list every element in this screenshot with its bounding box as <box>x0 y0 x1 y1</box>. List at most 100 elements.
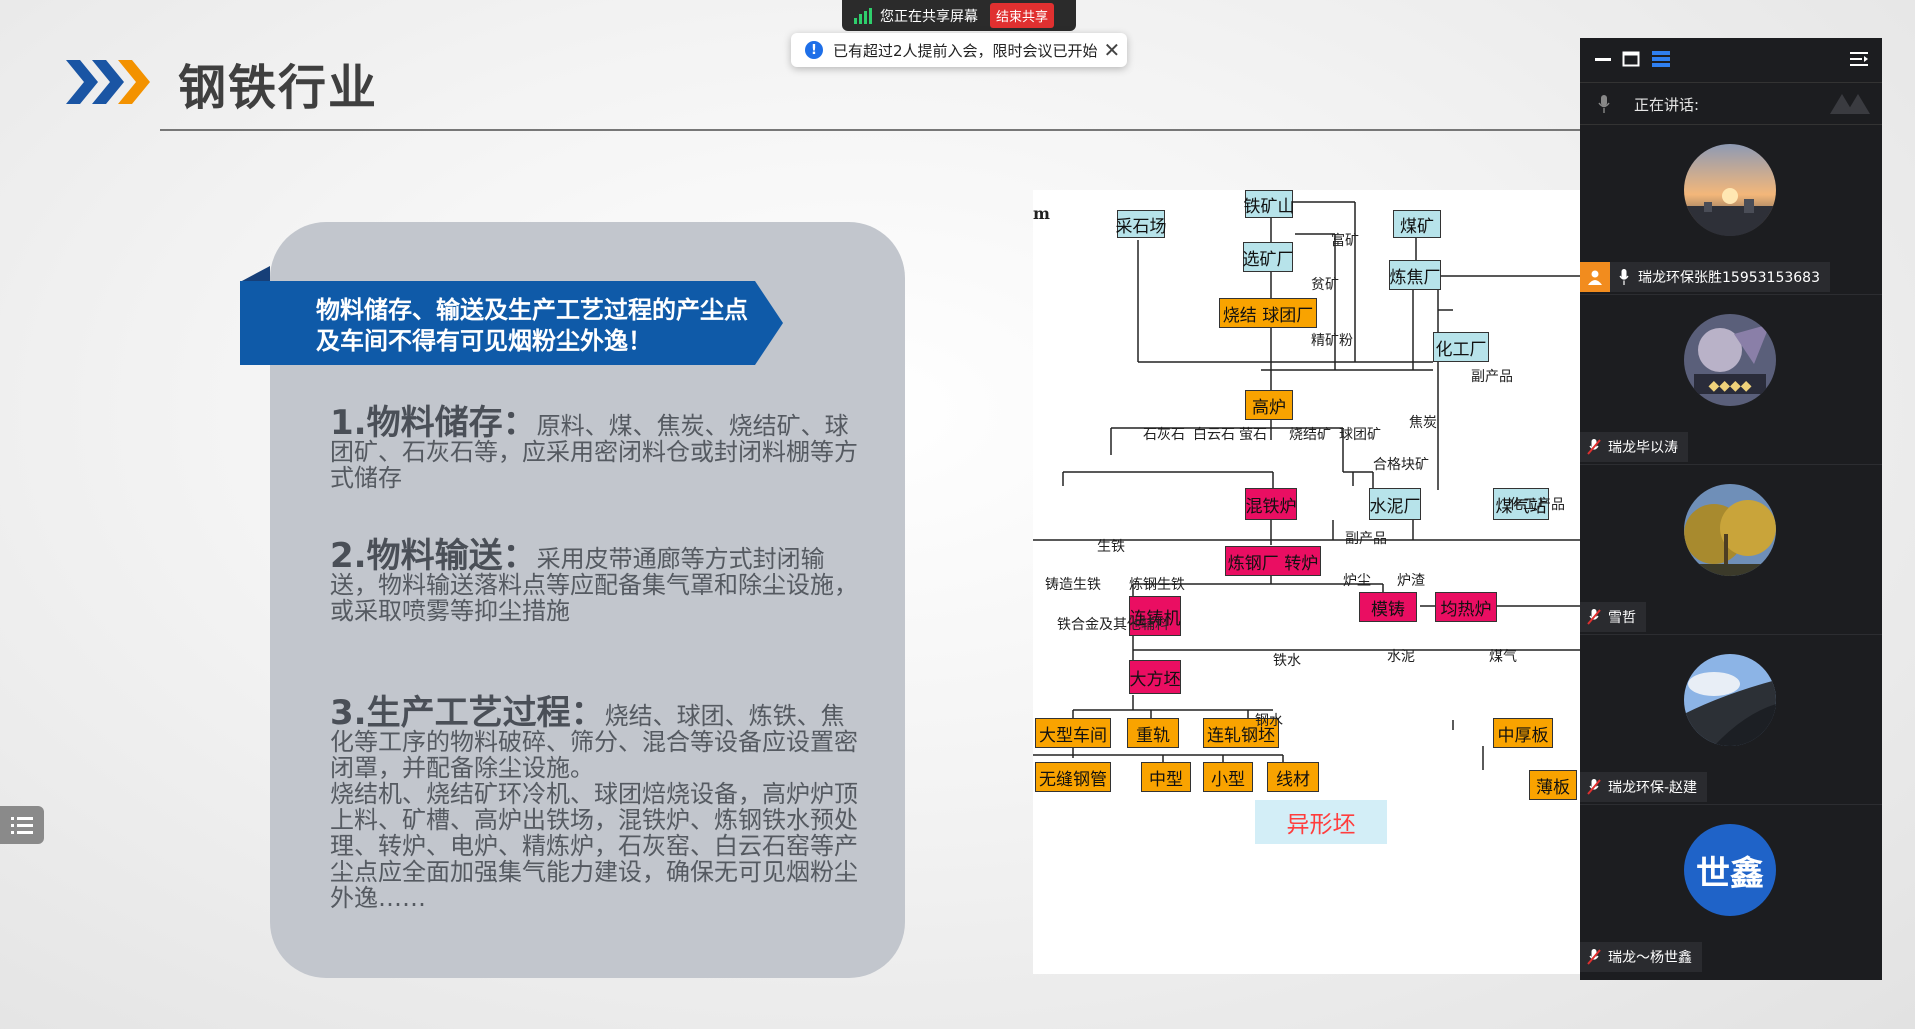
participants-panel: 正在讲话: 瑞龙环保张胜15953153683 ◆◆◆◆ 瑞龙毕以涛 雪哲 <box>1580 38 1882 980</box>
window-icon[interactable] <box>1622 50 1640 68</box>
participant-name-tag: 瑞龙环保-赵建 <box>1580 772 1708 802</box>
section-heading: 2.物料输送： <box>330 536 537 576</box>
participant-name-tag: 瑞龙～杨世鑫 <box>1580 942 1702 972</box>
node-caster: 连铸机 <box>1129 596 1181 636</box>
section-heading: 1.物料储存： <box>330 403 537 443</box>
node-wire: 线材 <box>1267 762 1319 792</box>
label-lean: 贫矿 <box>1311 277 1339 293</box>
label-foundry-iron: 铸造生铁 <box>1045 577 1101 593</box>
participant-name: 瑞龙毕以涛 <box>1608 440 1678 456</box>
outline-toggle-button[interactable] <box>0 806 44 844</box>
label-pellet: 球团矿 <box>1339 427 1381 443</box>
chevron-arrows-icon <box>66 60 150 104</box>
label-pig-iron: 生铁 <box>1097 539 1125 555</box>
node-blast-furnace: 高炉 <box>1245 390 1293 420</box>
node-iron-mine: 铁矿山 <box>1244 190 1295 218</box>
signal-bars-icon <box>854 7 872 24</box>
steel-process-flowchart: m 铁矿山 采石场 选矿厂 烧结 球团厂 煤矿 炼焦厂 化工厂 高炉 混铁炉 水… <box>1033 190 1580 974</box>
avatar-initials: 世鑫 <box>1696 853 1764 894</box>
label-steel-iron: 炼钢生铁 <box>1129 577 1185 593</box>
stop-share-button[interactable]: 结束共享 <box>990 3 1055 28</box>
avatar: ◆◆◆◆ <box>1684 314 1776 406</box>
mic-icon <box>1610 269 1638 285</box>
node-mixer: 混铁炉 <box>1245 488 1297 520</box>
label-concentrate: 精矿粉 <box>1311 333 1353 349</box>
participant-tile[interactable]: 瑞龙环保张胜15953153683 <box>1580 126 1882 295</box>
list-view-icon[interactable] <box>1652 50 1670 68</box>
section-heading: 3.生产工艺过程： <box>330 693 605 733</box>
participant-tile[interactable]: ◆◆◆◆ 瑞龙毕以涛 <box>1580 296 1882 465</box>
list-icon <box>11 817 33 834</box>
participant-name: 瑞龙～杨世鑫 <box>1608 950 1692 966</box>
section-process: 3.生产工艺过程：烧结、球团、炼铁、焦化等工序的物料破碎、筛分、混合等设备应设置… <box>330 696 862 912</box>
node-steelmaking: 炼钢厂 转炉 <box>1225 546 1321 576</box>
mic-muted-icon <box>1580 779 1608 795</box>
section-transport: 2.物料输送：采用皮带通廊等方式封闭输送，物料输送落料点等应配备集气罩和除尘设施… <box>330 539 862 624</box>
speaking-label: 正在讲话: <box>1634 96 1700 114</box>
label-gas: 煤气 <box>1489 649 1517 665</box>
node-sinter: 烧结 球团厂 <box>1219 298 1317 328</box>
section-body: 烧结、球团、炼铁、焦化等工序的物料破碎、筛分、混合等设备应设置密闭罩，并配备除尘… <box>330 702 858 782</box>
label-sinter-ore: 烧结矿 <box>1289 427 1331 443</box>
node-quarry: 采石场 <box>1116 210 1167 238</box>
banner-text: 物料储存、输送及生产工艺过程的产尘点及车间不得有可见烟粉尘外逸！ <box>316 296 748 355</box>
minimize-icon[interactable] <box>1594 50 1612 68</box>
slide-title: 钢铁行业 <box>178 60 379 116</box>
node-billet-mill: 连轧钢坯 <box>1203 718 1279 748</box>
node-coal-mine: 煤矿 <box>1393 210 1441 238</box>
node-shaped-blank: 异形坯 <box>1255 800 1387 844</box>
avatar <box>1684 144 1776 236</box>
node-small: 小型 <box>1203 762 1253 792</box>
node-thin: 薄板 <box>1529 770 1577 800</box>
meeting-notice-toast: ! 已有超过2人提前入会，限时会议已开始 ✕ <box>791 33 1127 67</box>
label-dust: 炉尘 <box>1343 573 1371 589</box>
label-molten-steel: 钢水 <box>1255 713 1283 729</box>
participant-tile[interactable]: 世鑫 瑞龙～杨世鑫 <box>1580 806 1882 974</box>
label-limestone: 石灰石 <box>1143 427 1185 443</box>
label-slag: 炉渣 <box>1397 573 1425 589</box>
label-chem-products: 化工产品 <box>1509 497 1565 513</box>
node-seamless: 无缝钢管 <box>1035 762 1111 792</box>
participant-tile[interactable]: 瑞龙环保-赵建 <box>1580 636 1882 805</box>
share-status-text: 您正在共享屏幕 <box>880 8 978 25</box>
screen-share-bar: 您正在共享屏幕 结束共享 <box>842 0 1076 31</box>
label-ferroalloy: 铁合金及其他辅料 <box>1057 617 1169 633</box>
mic-icon <box>1598 95 1610 113</box>
avatar: 世鑫 <box>1684 824 1776 916</box>
label-qualified: 合格块矿 <box>1373 457 1429 473</box>
node-coking: 炼焦厂 <box>1389 260 1441 290</box>
avatar <box>1684 484 1776 576</box>
label-fluorite: 萤石 <box>1239 427 1267 443</box>
banner-ribbon <box>240 281 783 365</box>
speaker-wave-icon <box>1830 94 1870 114</box>
label-cement-out: 水泥 <box>1387 649 1415 665</box>
close-icon[interactable]: ✕ <box>1103 38 1121 62</box>
participant-tile[interactable]: 雪哲 <box>1580 466 1882 635</box>
node-ingot: 模铸 <box>1359 592 1417 622</box>
node-gas-station: 煤气站 <box>1493 488 1549 520</box>
mic-muted-icon <box>1580 439 1608 455</box>
node-bloom: 大方坯 <box>1129 660 1181 694</box>
label-rich: 富矿 <box>1331 233 1359 249</box>
mic-muted-icon <box>1580 949 1608 965</box>
participant-name-tag: 瑞龙环保张胜15953153683 <box>1580 262 1830 292</box>
node-rail: 重轨 <box>1127 718 1179 748</box>
node-medium: 中型 <box>1141 762 1191 792</box>
section-storage: 1.物料储存：原料、煤、焦炭、烧结矿、球团矿、石灰石等，应采用密闭料仓或封闭料棚… <box>330 406 862 492</box>
collapse-menu-icon[interactable] <box>1850 50 1868 68</box>
participant-name-tag: 瑞龙毕以涛 <box>1580 432 1688 462</box>
section-body-continued: 烧结机、烧结矿环冷机、球团焙烧设备，高炉炉顶上料、矿槽、高炉出铁场，混铁炉、炼钢… <box>330 780 858 912</box>
label-dolomite: 白云石 <box>1193 427 1235 443</box>
mic-muted-icon <box>1580 609 1608 625</box>
active-speaker-row: 正在讲话: <box>1580 84 1882 125</box>
notice-text: 已有超过2人提前入会，限时会议已开始 <box>833 41 1098 60</box>
node-plate: 中厚板 <box>1493 718 1553 748</box>
node-chemical: 化工厂 <box>1433 332 1489 362</box>
node-beneficiation: 选矿厂 <box>1243 242 1294 272</box>
node-soaking: 均热炉 <box>1435 592 1497 622</box>
node-cement: 水泥厂 <box>1369 488 1421 520</box>
section-body: 原料、煤、焦炭、烧结矿、球团矿、石灰石等，应采用密闭料仓或封闭料棚等方式储存 <box>330 412 858 492</box>
participant-name-tag: 雪哲 <box>1580 602 1646 632</box>
host-icon <box>1580 262 1610 292</box>
svg-text:◆◆◆◆: ◆◆◆◆ <box>1708 378 1751 394</box>
